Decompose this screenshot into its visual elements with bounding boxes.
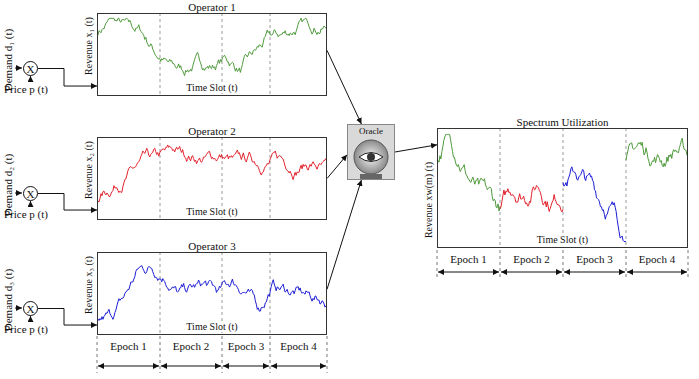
epoch-label: Epoch 1 — [110, 341, 146, 352]
chart-panel: Operator 1Revenue x₁ (t)Time Slot (t) — [97, 13, 327, 96]
epoch-arrow — [627, 272, 687, 273]
price-label: Price p (t) — [4, 324, 48, 335]
connector-arrow — [327, 50, 361, 124]
epoch-label: Epoch 2 — [173, 341, 209, 352]
revenue-trace — [98, 145, 326, 202]
epoch-label: Epoch 4 — [280, 341, 316, 352]
chart-title: Operator 2 — [188, 126, 235, 137]
connector-arrow — [327, 180, 361, 289]
epoch-tick — [270, 336, 271, 373]
epoch-arrow — [161, 366, 221, 367]
chart-panel: Operator 3Revenue x₃ (t)Time Slot (t) — [97, 252, 327, 335]
input-arrow — [30, 316, 31, 322]
chart-title: Operator 3 — [188, 241, 235, 252]
epoch-tick — [688, 250, 689, 279]
chart-panel: Spectrum UtilizationRevenue xw(m) (t)Tim… — [437, 128, 688, 248]
epoch-arrow — [98, 366, 159, 367]
price-label: Price p (t) — [4, 84, 48, 95]
chart-title: Spectrum Utilization — [517, 117, 609, 128]
utilization-trace — [626, 138, 687, 167]
axis-label: Time Slot (t) — [184, 83, 239, 93]
epoch-tick — [437, 250, 438, 279]
input-arrow — [15, 68, 22, 69]
input-arrow — [30, 76, 31, 82]
utilization-trace — [438, 134, 500, 211]
epoch-arrow — [564, 272, 625, 273]
price-label: Price p (t) — [4, 209, 48, 220]
epoch-divider — [270, 137, 271, 220]
epoch-label: Epoch 2 — [513, 254, 549, 265]
epoch-divider — [270, 13, 271, 96]
multiplier-circle: X — [23, 61, 38, 76]
axis-label: Time Slot (t) — [535, 235, 590, 245]
input-arrow — [30, 201, 31, 207]
oracle-picture — [347, 124, 395, 180]
axis-label: Revenue x₁ (t) — [84, 17, 94, 75]
epoch-arrow — [223, 366, 269, 367]
input-arrow — [15, 193, 22, 194]
input-arrow — [15, 308, 22, 309]
multiplier-sign: X — [27, 188, 35, 199]
demand-label: Demand d₁ (t) — [3, 29, 14, 91]
multiplier-circle: X — [23, 301, 38, 316]
connector-arrow — [327, 155, 347, 179]
epoch-tick — [160, 336, 161, 373]
chart-panel: Operator 2Revenue x₂ (t)Time Slot (t) — [97, 137, 327, 220]
epoch-label: Epoch 3 — [576, 254, 612, 265]
epoch-divider — [160, 252, 161, 335]
epoch-divider — [160, 137, 161, 220]
oracle-label: Oracle — [359, 127, 383, 136]
axis-label: Revenue xw(m) (t) — [424, 162, 434, 238]
epoch-label: Epoch 3 — [228, 341, 264, 352]
utilization-trace — [500, 185, 563, 211]
multiplier-sign: X — [27, 303, 35, 314]
epoch-tick — [97, 336, 98, 373]
epoch-arrow — [501, 272, 562, 273]
epoch-divider — [160, 13, 161, 96]
epoch-tick — [500, 250, 501, 279]
epoch-label: Epoch 4 — [639, 254, 675, 265]
epoch-divider — [500, 128, 501, 248]
multiplier-circle: X — [23, 186, 38, 201]
oracle-box: Oracle — [347, 124, 395, 180]
chart-title: Operator 1 — [188, 2, 235, 13]
axis-label: Time Slot (t) — [184, 207, 239, 217]
revenue-trace — [98, 266, 326, 321]
axis-label: Revenue x₂ (t) — [84, 141, 94, 199]
utilization-trace — [563, 167, 626, 242]
epoch-arrow — [438, 272, 499, 273]
epoch-tick — [563, 250, 564, 279]
epoch-tick — [327, 336, 328, 373]
axis-label: Revenue x₃ (t) — [84, 256, 94, 314]
epoch-tick — [222, 336, 223, 373]
demand-label: Demand d₃ (t) — [3, 269, 14, 331]
axis-label: Time Slot (t) — [184, 322, 239, 332]
epoch-divider — [626, 128, 627, 248]
epoch-arrow — [271, 366, 326, 367]
revenue-trace — [98, 18, 326, 75]
multiplier-sign: X — [27, 63, 35, 74]
epoch-divider — [563, 128, 564, 248]
epoch-label: Epoch 1 — [450, 254, 486, 265]
epoch-tick — [626, 250, 627, 279]
demand-label: Demand d₂ (t) — [3, 154, 14, 216]
connector-arrow — [395, 145, 437, 152]
